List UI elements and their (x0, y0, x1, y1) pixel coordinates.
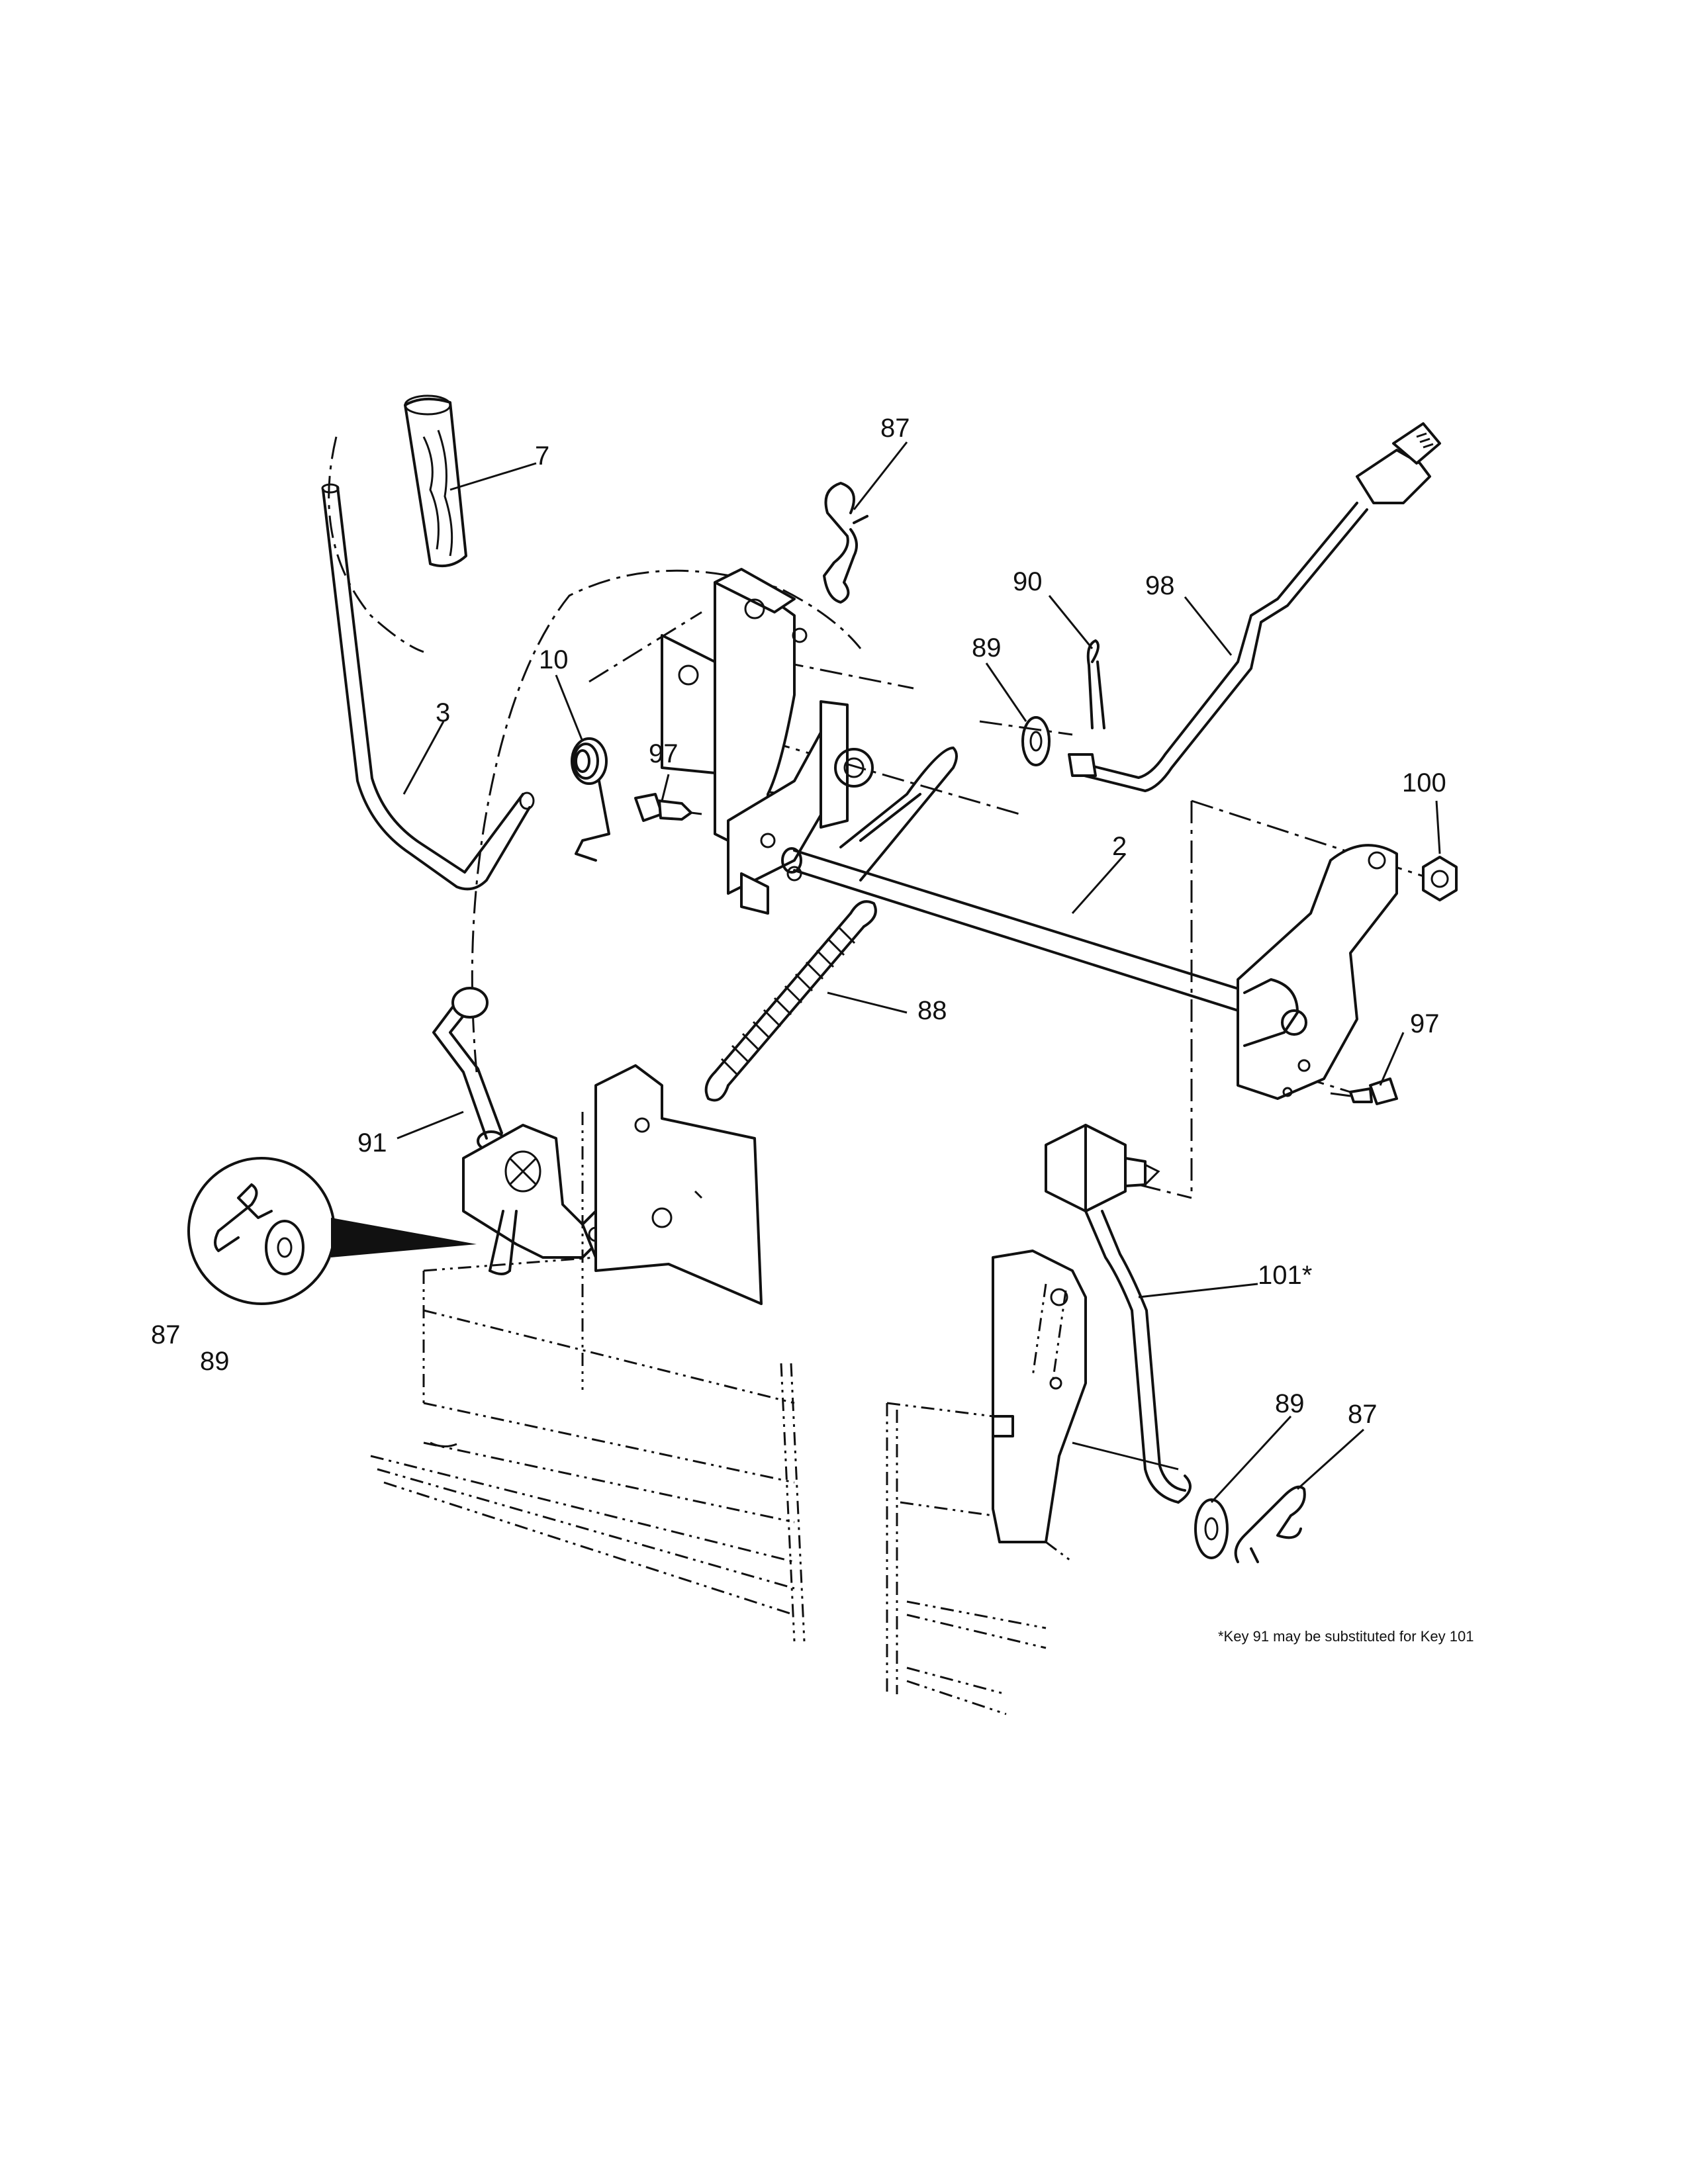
callout-89-top: 89 (972, 633, 1002, 662)
deck-hanger-plate-left (581, 1064, 763, 1390)
washer-part-89-top (1021, 716, 1051, 766)
lift-bracket (661, 568, 874, 915)
callout-97-right: 97 (1410, 1009, 1440, 1038)
callout-91: 91 (357, 1128, 387, 1158)
callout-labels: 7 87 90 98 89 10 3 97 100 2 88 97 91 101… (151, 414, 1446, 1429)
lift-link-part-98 (1068, 422, 1441, 792)
torsion-spring-part-10 (571, 737, 610, 862)
callout-100: 100 (1402, 768, 1446, 797)
handle-grip-part-7 (404, 394, 467, 567)
callout-leader-lines (397, 441, 1441, 1504)
extension-spring-part-88 (704, 900, 877, 1102)
bolt-part-97-left (634, 793, 702, 822)
callout-87-bottom: 87 (1348, 1400, 1378, 1429)
callout-101: 101* (1258, 1261, 1312, 1290)
mower-deck-outline-right (886, 1402, 1179, 1715)
lift-handle-rod-part-3 (321, 483, 535, 891)
callout-89-bottom: 89 (1275, 1389, 1305, 1418)
callout-87-inset: 87 (151, 1320, 181, 1349)
washer-part-89-bottom (1194, 1498, 1229, 1559)
footnote-substitution: *Key 91 may be substituted for Key 101 (1218, 1628, 1474, 1645)
callout-10: 10 (539, 645, 569, 674)
callout-7: 7 (535, 441, 549, 471)
inset-detail-circle (187, 1157, 477, 1305)
callout-97-left: 97 (649, 739, 679, 768)
lift-link-part-91 (432, 987, 506, 1152)
callout-90: 90 (1013, 567, 1043, 596)
mower-deck-outline-left (370, 1256, 806, 1642)
hairpin-clip-part-87-top (823, 482, 868, 604)
callout-98: 98 (1145, 571, 1175, 600)
cotter-pin-part-90 (1086, 639, 1105, 729)
bolt-part-97-right (1330, 1077, 1398, 1105)
callout-88: 88 (917, 996, 947, 1025)
callout-89-inset: 89 (200, 1347, 230, 1376)
deck-bracket-left (462, 1124, 610, 1275)
callout-3: 3 (436, 698, 450, 727)
lift-shaft-part-2 (781, 747, 1252, 1014)
lift-arm-bracket-right (1237, 844, 1398, 1100)
nut-part-100 (1422, 856, 1458, 901)
deck-hanger-plate-right (992, 1250, 1087, 1543)
callout-2: 2 (1112, 832, 1127, 861)
lift-link-part-101 (1045, 1124, 1192, 1504)
hairpin-clip-part-87-bottom (1234, 1485, 1306, 1563)
callout-87-top: 87 (880, 414, 910, 443)
